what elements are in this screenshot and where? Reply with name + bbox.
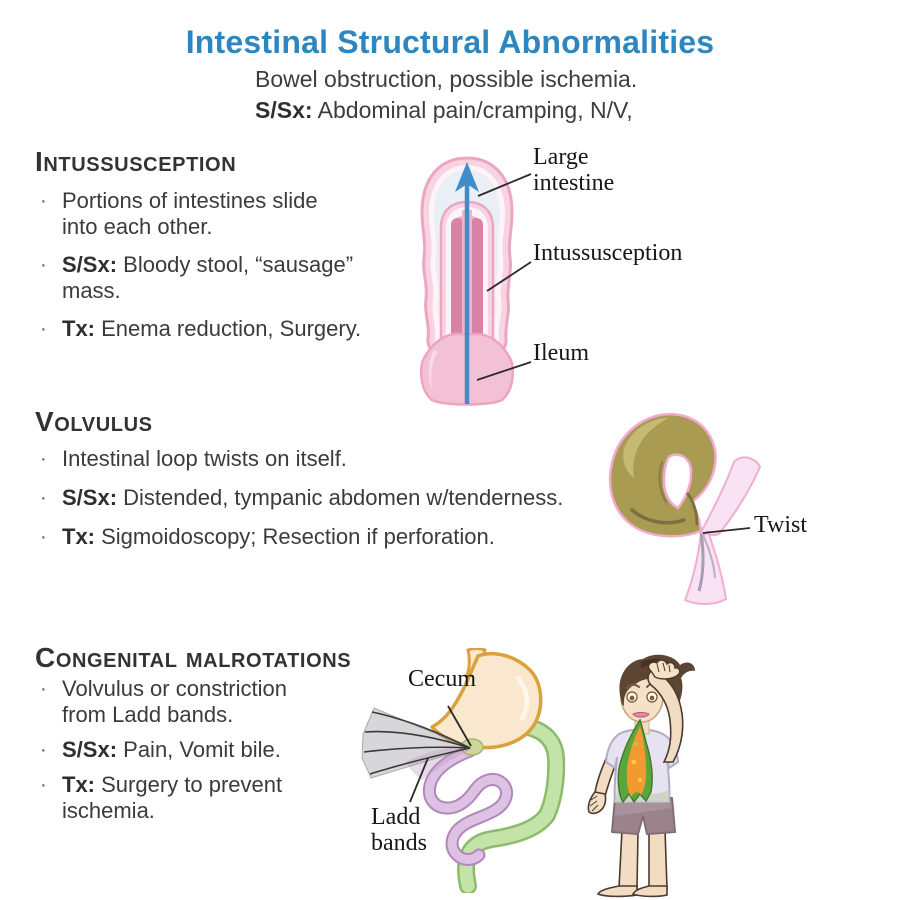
bullet-dot: ·	[40, 678, 47, 700]
heading-intussusception: Intussusception	[35, 146, 237, 177]
bullet-body: Volvulus or constriction from Ladd bands…	[62, 676, 287, 727]
bullet-item: · Tx: Sigmoidoscopy; Resection if perfora…	[36, 524, 656, 550]
bullet-item: · Portions of intestines slide into each …	[36, 188, 416, 240]
bullet-body: Portions of intestines slide into each o…	[62, 188, 318, 239]
label-ileum: Ileum	[533, 340, 589, 366]
bullet-item: · S/Sx: Bloody stool, “sausage” mass.	[36, 252, 416, 304]
malrotation-illustration	[361, 648, 566, 893]
bullet-text: Tx: Surgery to prevent ischemia.	[62, 772, 282, 824]
bullet-body: Bloody stool, “sausage” mass.	[62, 252, 354, 303]
bullet-item: · S/Sx: Pain, Vomit bile.	[36, 737, 356, 763]
heading-volvulus: Volvulus	[35, 406, 153, 437]
bullet-dot: ·	[40, 254, 47, 276]
label-twist: Twist	[754, 512, 807, 538]
bullet-prefix: S/Sx:	[62, 252, 118, 277]
page-title: Intestinal Structural Abnormalities	[185, 24, 715, 60]
bullet-item: · S/Sx: Distended, tympanic abdomen w/ten…	[36, 485, 656, 511]
bullet-body: Intestinal loop twists on itself.	[62, 446, 347, 471]
bullet-text: Portions of intestines slide into each o…	[62, 188, 318, 240]
bullet-dot: ·	[40, 448, 47, 470]
bullet-prefix: S/Sx:	[62, 485, 118, 510]
intussusception-illustration	[419, 156, 532, 406]
bullet-dot: ·	[40, 774, 47, 796]
bullet-prefix: Tx:	[62, 316, 95, 341]
bullet-prefix: S/Sx:	[62, 737, 118, 762]
bullet-text: Tx: Sigmoidoscopy; Resection if perforat…	[62, 524, 495, 550]
bullet-prefix: Tx:	[62, 772, 95, 797]
bullet-item: · Tx: Enema reduction, Surgery.	[36, 316, 416, 342]
bullet-text: Intestinal loop twists on itself.	[62, 446, 347, 472]
page-subtitle: Bowel obstruction, possible ischemia. S/…	[255, 64, 637, 126]
bullet-text: Volvulus or constriction from Ladd bands…	[62, 676, 287, 728]
heading-congenital-malrotations: Congenital malrotations	[35, 642, 352, 673]
subtitle-ssx-prefix: S/Sx:	[255, 97, 313, 123]
bullet-body: Enema reduction, Surgery.	[95, 316, 362, 341]
volvulus-illustration	[608, 412, 762, 605]
bullet-dot: ·	[40, 526, 47, 548]
volvulus-bullet-list: · Intestinal loop twists on itself. · S/Sx…	[36, 446, 656, 563]
bullet-dot: ·	[40, 190, 47, 212]
bullet-text: S/Sx: Bloody stool, “sausage” mass.	[62, 252, 416, 304]
subtitle-line2: S/Sx: Abdominal pain/cramping, N/V,	[255, 95, 637, 126]
malrotation-bullet-list: · Volvulus or constriction from Ladd band…	[36, 676, 356, 833]
bullet-body: Distended, tympanic abdomen w/tenderness…	[117, 485, 564, 510]
bullet-dot: ·	[40, 487, 47, 509]
bullet-dot: ·	[40, 318, 47, 340]
label-intussusception: Intussusception	[533, 240, 683, 266]
label-ladd-bands: Ladd bands	[371, 804, 427, 856]
vomiting-boy-illustration	[587, 654, 695, 898]
bullet-item: · Volvulus or constriction from Ladd band…	[36, 676, 356, 728]
bullet-text: S/Sx: Distended, tympanic abdomen w/tend…	[62, 485, 563, 511]
bullet-dot: ·	[40, 739, 47, 761]
bullet-text: S/Sx: Pain, Vomit bile.	[62, 737, 281, 763]
bullet-body: Sigmoidoscopy; Resection if perforation.	[95, 524, 495, 549]
bullet-item: · Intestinal loop twists on itself.	[36, 446, 656, 472]
label-large-intestine: Large intestine	[533, 144, 615, 196]
intussusception-bullet-list: · Portions of intestines slide into each …	[36, 188, 416, 354]
label-cecum: Cecum	[408, 666, 476, 692]
bullet-prefix: Tx:	[62, 524, 95, 549]
bullet-body: Pain, Vomit bile.	[117, 737, 281, 762]
subtitle-line1: Bowel obstruction, possible ischemia.	[255, 66, 638, 92]
bullet-body: Surgery to prevent ischemia.	[62, 772, 283, 823]
subtitle-line2-text: Abdominal pain/cramping, N/V,	[312, 97, 633, 123]
bullet-text: Tx: Enema reduction, Surgery.	[62, 316, 361, 342]
bullet-item: · Tx: Surgery to prevent ischemia.	[36, 772, 356, 824]
